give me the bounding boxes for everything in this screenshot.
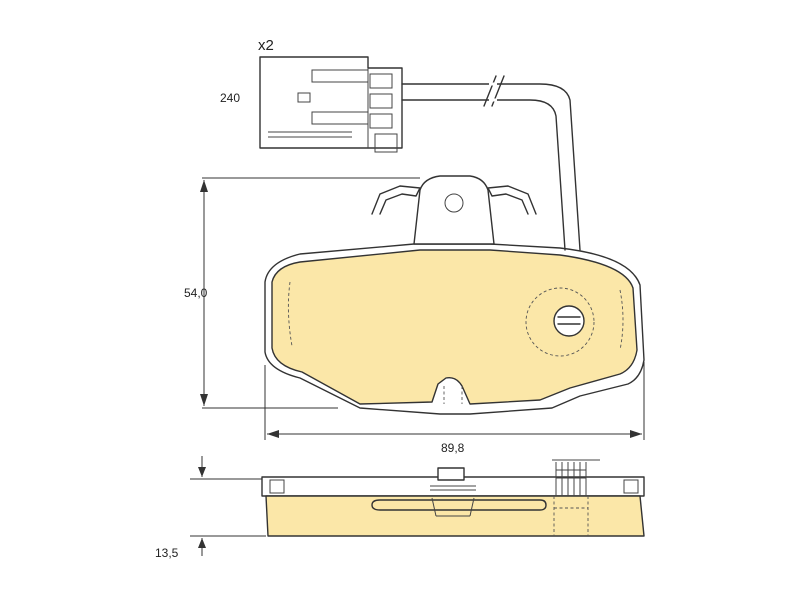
width-dimension-label: 89,8 [441, 441, 465, 455]
brake-pad-front-view [264, 175, 645, 415]
thickness-dimension-label: 13,5 [155, 546, 179, 560]
thickness-dimension [190, 456, 266, 556]
friction-material [271, 249, 638, 405]
connector-quantity-label: x2 [258, 37, 274, 54]
height-dimension-label: 54,0 [184, 286, 208, 300]
height-dimension [200, 177, 420, 409]
cable-length-label: 240 [220, 91, 240, 105]
brake-pad-side-view [261, 459, 645, 537]
width-dimension [264, 362, 645, 440]
wear-sensor-side [552, 459, 600, 536]
wear-sensor-connector [259, 56, 581, 251]
